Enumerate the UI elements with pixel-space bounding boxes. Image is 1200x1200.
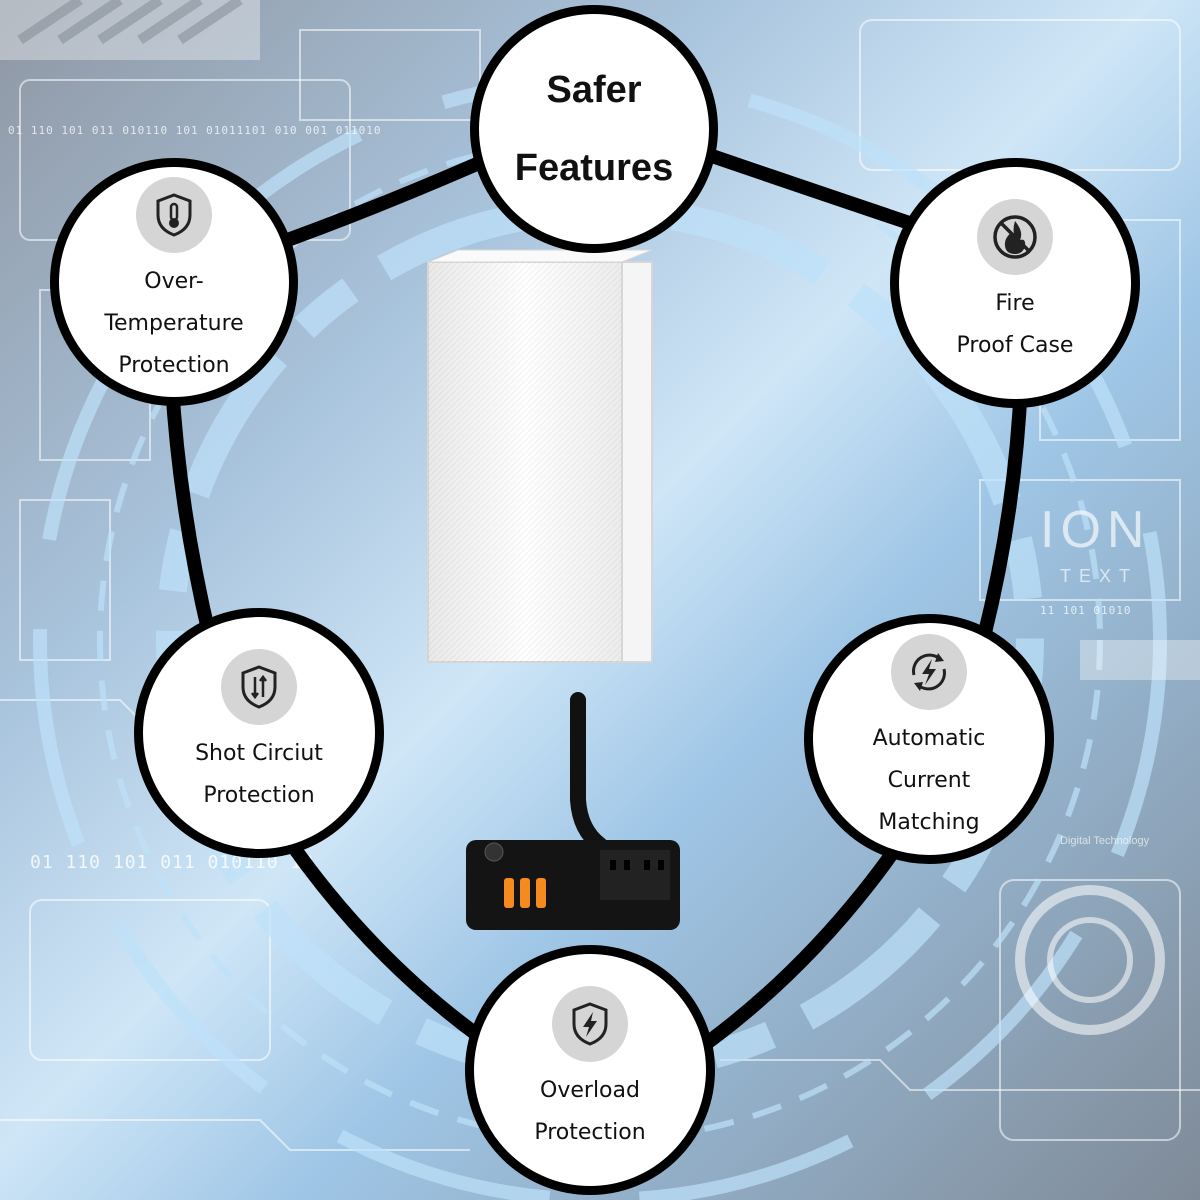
lamp-stem [570,692,608,853]
feature-label: Over- Temperature Protection [104,269,244,378]
lamp-shade [427,249,653,663]
feature-label: Shot Circiut Protection [195,741,323,808]
bg-text-text: TEXT [1060,566,1139,586]
feature-overload: Overload Protection [465,945,715,1195]
bg-text-small-right: Digital Technology [1060,835,1150,847]
binary-text-bottom: 01 110 101 011 010110 10 [30,852,315,873]
feature-over-temperature: Over- Temperature Protection [50,158,298,406]
title-text: Safer Features [514,69,674,189]
feature-label: Fire Proof Case [956,291,1074,358]
feature-label: Overload Protection [534,1078,646,1145]
feature-short-circuit: Shot Circiut Protection [134,608,384,858]
lamp-base [466,840,680,930]
bg-text-ion: ION [1040,501,1151,559]
feature-fire-proof: Fire Proof Case [890,158,1140,408]
short-circuit-shield-icon [221,649,297,725]
feature-label: Automatic Current Matching [872,726,986,835]
title-circle: Safer Features [470,5,718,253]
feature-current-matching: Automatic Current Matching [804,614,1054,864]
lightning-shield-icon [552,986,628,1062]
binary-text-top: 01 110 101 011 010110 101 01011101 010 0… [8,124,382,137]
lightning-cycle-icon [891,634,967,710]
binary-text-right: 11 101 01010 [1040,604,1132,617]
thermometer-shield-icon [136,177,212,253]
no-fire-icon [977,199,1053,275]
